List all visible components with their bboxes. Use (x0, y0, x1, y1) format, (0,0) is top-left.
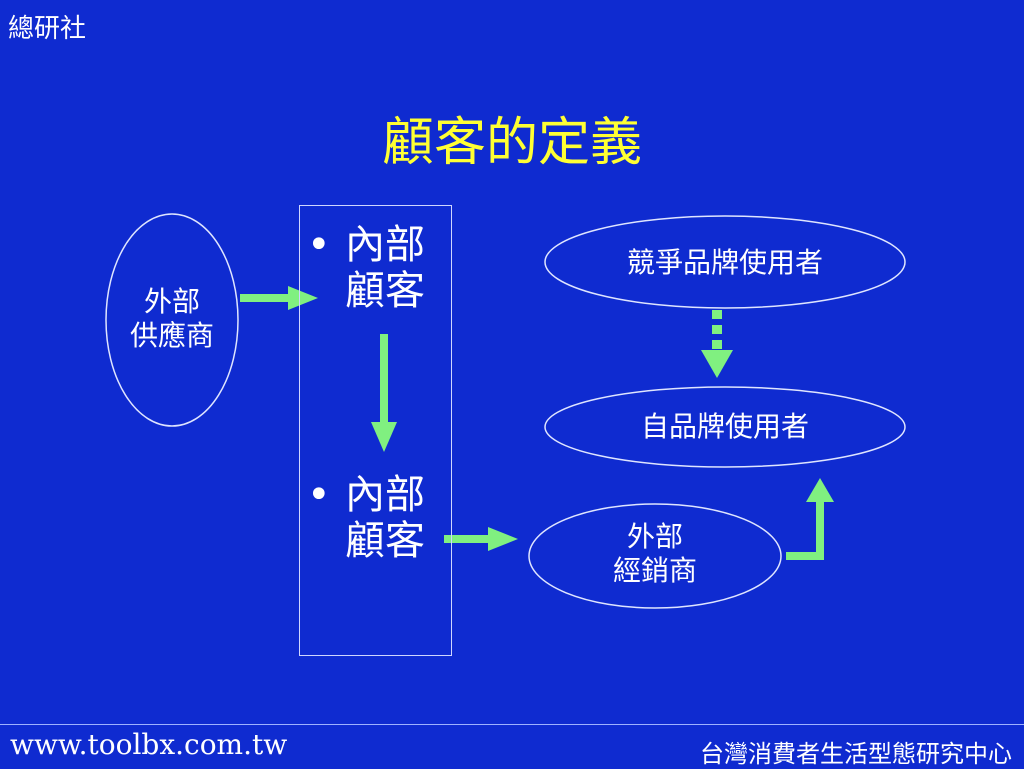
arrow-internal-to-distributor (444, 527, 518, 551)
supplier-node: 外部 供應商 (106, 285, 238, 353)
footer-divider (0, 724, 1024, 725)
arrow-supplier-to-internal (240, 286, 318, 310)
internal-customers-box (299, 205, 452, 656)
brand-label: 總研社 (8, 14, 87, 44)
footer-organization: 台灣消費者生活型態研究中心 (700, 740, 1012, 768)
bullet-marker: • (307, 472, 331, 518)
arrow-dashed-competitor-to-own (701, 310, 733, 378)
distributor-line2: 經銷商 (612, 554, 697, 587)
distributor-ellipse (528, 503, 782, 609)
own-users-ellipse (544, 386, 906, 468)
arrow-internal-down (371, 334, 397, 452)
arrow-distributor-to-own (786, 478, 834, 560)
competitor-users-label: 競爭品牌使用者 (626, 246, 823, 279)
internal-bottom-line2: 顧客 (345, 518, 425, 564)
slide-title: 顧客的定義 (381, 113, 642, 173)
supplier-line2: 供應商 (129, 319, 214, 352)
distributor-node: 外部 經銷商 (529, 520, 781, 588)
internal-bottom-line1: 內部 (345, 472, 425, 518)
competitor-users-ellipse (544, 215, 906, 309)
footer-url: www.toolbx.com.tw (10, 728, 288, 761)
distributor-line1: 外部 (626, 520, 683, 553)
internal-customer-top: • 內部 顧客 (299, 222, 459, 322)
bullet-marker: • (307, 222, 331, 268)
supplier-line1: 外部 (143, 285, 200, 318)
own-users-label: 自品牌使用者 (640, 410, 809, 443)
supplier-ellipse (105, 213, 239, 427)
internal-top-line2: 顧客 (345, 268, 425, 314)
internal-customer-bottom: • 內部 顧客 (299, 472, 459, 572)
internal-top-line1: 內部 (345, 222, 425, 268)
